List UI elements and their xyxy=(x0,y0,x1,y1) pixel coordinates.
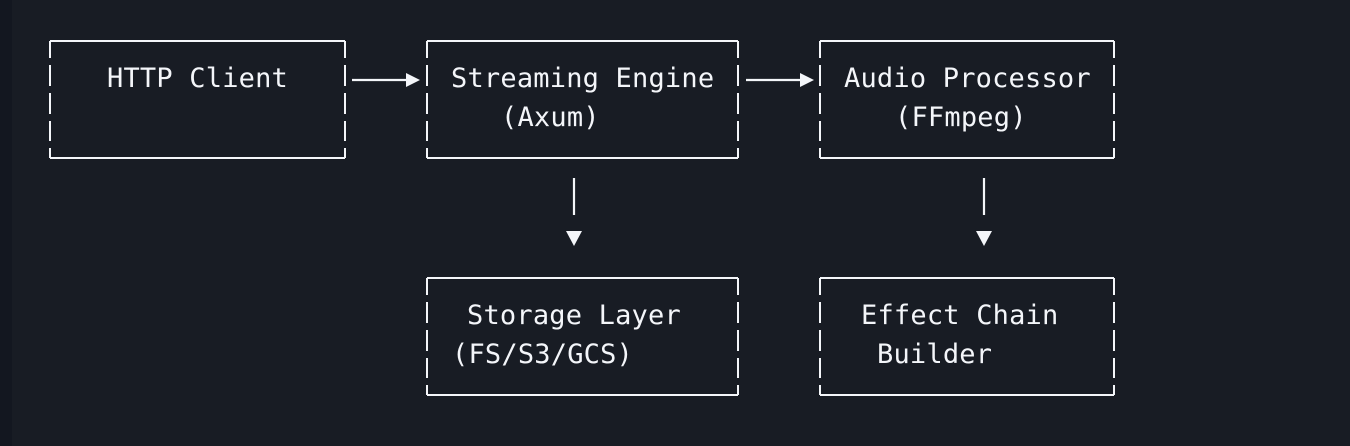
node-streaming-engine: Streaming Engine (Axum) xyxy=(426,40,739,159)
node-label-line-1: Streaming Engine xyxy=(451,63,715,94)
node-label: Streaming Engine (Axum) xyxy=(426,40,739,159)
node-audio-processor: Audio Processor (FFmpeg) xyxy=(819,40,1115,159)
arrow-streaming-to-audio xyxy=(746,73,814,87)
node-frame xyxy=(426,277,739,396)
node-http-client: HTTP Client xyxy=(49,40,346,159)
node-label-line-1: Effect Chain xyxy=(861,300,1059,331)
node-storage-layer: Storage Layer (FS/S3/GCS) xyxy=(426,277,739,396)
node-label-line-1: Storage Layer xyxy=(467,300,681,331)
arrow-http-to-streaming xyxy=(352,73,420,87)
node-label-line-1: HTTP Client xyxy=(107,63,289,94)
node-effect-chain-builder: Effect Chain Builder xyxy=(819,277,1115,396)
node-label-line-2: (Axum) xyxy=(501,102,600,133)
node-frame xyxy=(49,40,346,159)
node-label-line-2: (FFmpeg) xyxy=(895,102,1027,133)
node-frame xyxy=(819,277,1115,396)
node-frame xyxy=(426,40,739,159)
arrow-audio-to-effect xyxy=(976,178,992,246)
node-label-line-2: (FS/S3/GCS) xyxy=(452,339,634,370)
node-label: Effect Chain Builder xyxy=(819,277,1115,396)
left-margin-strip xyxy=(0,0,12,446)
node-label: Storage Layer (FS/S3/GCS) xyxy=(426,277,739,396)
node-frame xyxy=(819,40,1115,159)
node-label: Audio Processor (FFmpeg) xyxy=(819,40,1115,159)
node-label: HTTP Client xyxy=(49,40,346,159)
node-label-line-1: Audio Processor xyxy=(844,63,1091,94)
arrow-streaming-to-storage xyxy=(566,178,582,246)
node-label-line-2: Builder xyxy=(877,339,993,370)
